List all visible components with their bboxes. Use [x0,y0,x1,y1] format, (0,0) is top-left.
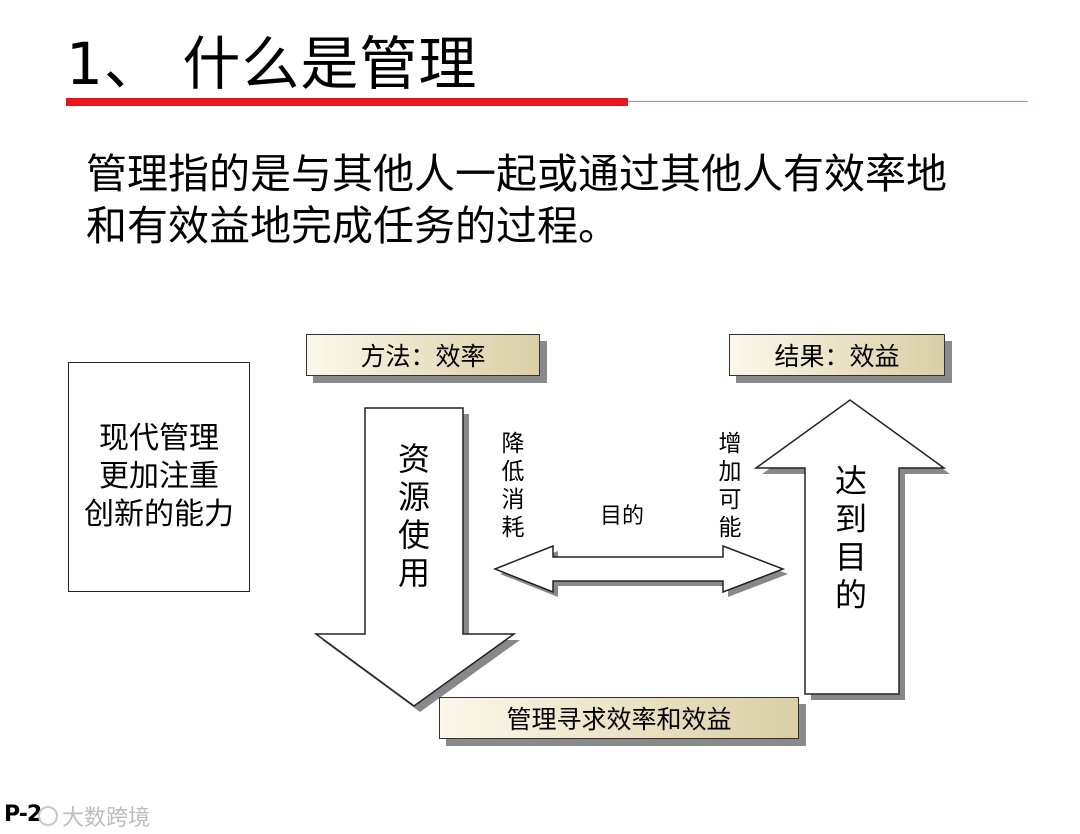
title-underline-accent [66,98,628,106]
resource-use-char: 源 [397,478,430,516]
method-efficiency-label: 方法：效率 [306,334,540,376]
resource-use-char: 用 [397,554,430,592]
increase-possibility-char: 增 [718,431,742,457]
modern-management-box: 现代管理 更加注重 创新的能力 [68,362,250,592]
purpose-double-arrow [492,544,786,594]
management-definition: 管理指的是与其他人一起或通过其他人有效率地和有效益地完成任务的过程。 [86,150,947,250]
goal-arrow [753,399,947,695]
achieve-goal-char: 目 [834,538,867,576]
purpose-label: 目的 [600,504,645,529]
page-title: 1、 什么是管理 [66,30,478,98]
modern-management-line-3: 创新的能力 [84,497,234,532]
modern-management-line-1: 现代管理 [99,421,219,456]
reduce-consumption-char: 降 [501,431,525,457]
reduce-consumption-char: 低 [501,459,525,485]
result-effectiveness-label: 结果：效益 [729,334,945,376]
page-number: P-2 [4,802,42,827]
watermark: 大数跨境 [38,800,150,832]
resource-use-text: 资 源 使 用 [394,440,434,592]
achieve-goal-char: 到 [834,500,867,538]
modern-management-line-2: 更加注重 [99,459,219,494]
watermark-logo-icon [38,806,58,826]
reduce-consumption-text: 降 低 消 耗 [498,430,528,542]
increase-possibility-text: 增 加 可 能 [715,430,745,542]
title-underline-rule [628,101,1028,102]
increase-possibility-char: 能 [718,515,742,541]
resource-use-char: 使 [397,516,430,554]
reduce-consumption-char: 耗 [501,515,525,541]
achieve-goal-char: 达 [834,462,867,500]
pursue-efficiency-effectiveness-label: 管理寻求效率和效益 [439,697,799,739]
increase-possibility-char: 可 [718,487,742,513]
reduce-consumption-char: 消 [501,487,525,513]
achieve-goal-char: 的 [834,576,867,614]
resource-use-char: 资 [397,440,430,478]
achieve-goal-text: 达 到 目 的 [831,462,871,614]
watermark-text: 大数跨境 [62,806,151,831]
increase-possibility-char: 加 [718,459,742,485]
resource-use-arrow [313,407,517,707]
